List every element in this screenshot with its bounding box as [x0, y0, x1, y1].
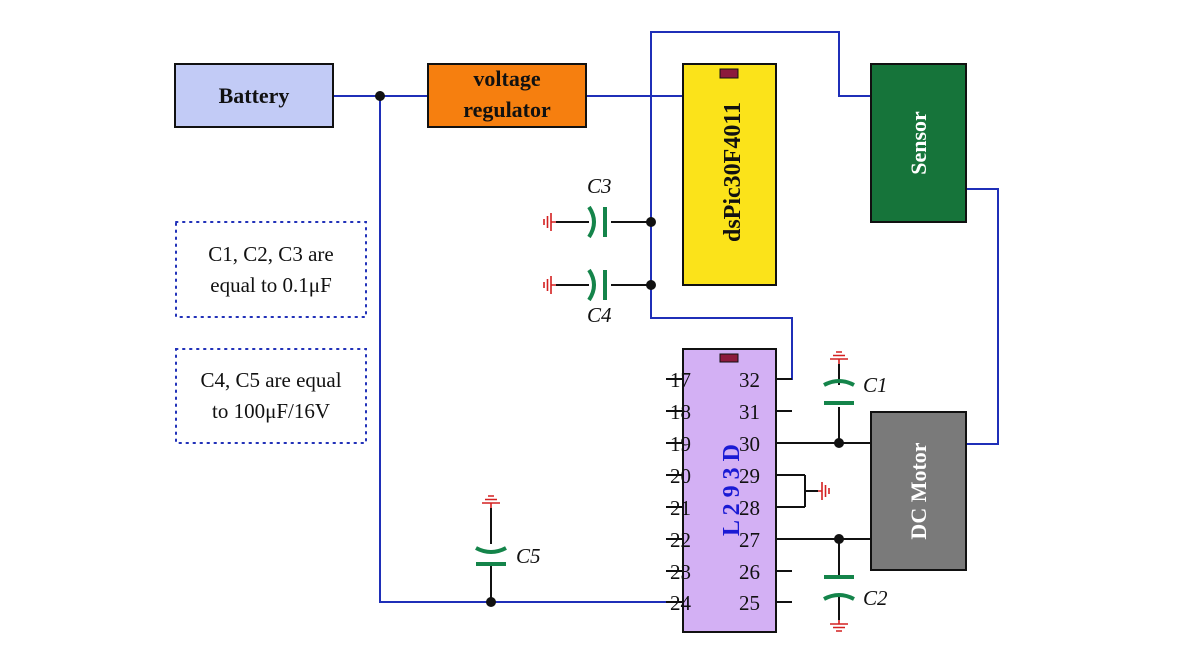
pin-label-31: 31: [739, 400, 760, 424]
pin-label-32: 32: [739, 368, 760, 392]
pins-28-29-tie: [804, 475, 818, 507]
regulator-box: [427, 63, 587, 128]
mcu-block: dsPic30F4011: [682, 63, 777, 286]
driver-left-pin-stubs: [666, 378, 683, 603]
c2-label: C2: [863, 586, 888, 610]
note-2-line1: C4, C5 are equal: [200, 368, 341, 392]
capacitor-c1: C1: [823, 351, 888, 443]
motor-block: DC Motor: [870, 411, 967, 571]
c4-label: C4: [587, 303, 612, 327]
c1-label: C1: [863, 373, 888, 397]
regulator-label-line2: regulator: [463, 97, 551, 122]
ground-icon: [830, 351, 848, 364]
c3-plate-curved: [587, 205, 596, 239]
junction-c2: [834, 534, 844, 544]
pin-label-20: 20: [670, 464, 691, 488]
pin-label-23: 23: [670, 560, 691, 584]
pin-label-24: 24: [670, 591, 692, 615]
motor-label: DC Motor: [906, 442, 931, 539]
note-1-border: [175, 221, 367, 318]
capacitor-c4: C4: [543, 268, 651, 327]
sensor-block: Sensor: [870, 63, 967, 223]
capacitor-c5: C5: [475, 495, 541, 602]
sensor-box: [870, 63, 967, 223]
pin-label-25: 25: [739, 591, 760, 615]
motor-box: [870, 411, 967, 571]
driver-label: L 2 9 3 D: [719, 444, 745, 536]
pin-label-26: 26: [739, 560, 760, 584]
note-2-border: [175, 348, 367, 444]
pin-label-27: 27: [739, 528, 760, 552]
driver-right-pin-stubs: [776, 378, 871, 603]
junction-c3: [646, 217, 656, 227]
wire-bus-down-to-c5: [379, 96, 670, 603]
ground-icon: [543, 276, 556, 294]
driver-pin1-marker: [719, 353, 739, 363]
note-box-1: C1, C2, C3 are equal to 0.1μF: [175, 221, 367, 318]
c3-label: C3: [587, 174, 612, 198]
battery-box: [174, 63, 334, 128]
c5-plate-curved: [475, 546, 507, 554]
regulator-block: voltage regulator: [427, 63, 587, 128]
wire-sensor-motor: [966, 188, 999, 445]
wires: [334, 31, 999, 603]
junction-dots: [375, 91, 844, 607]
driver-block: L 2 9 3 D 17 18 19 20 21 22: [666, 348, 871, 633]
pin-label-19: 19: [670, 432, 691, 456]
capacitor-c3: C3: [543, 174, 651, 239]
junction-c5: [486, 597, 496, 607]
pin-label-29: 29: [739, 464, 760, 488]
mcu-label: dsPic30F4011: [720, 102, 746, 242]
ground-icon: [818, 482, 830, 500]
junction-battery-bus: [375, 91, 385, 101]
pin-label-28: 28: [739, 496, 760, 520]
mcu-box: [682, 63, 777, 286]
note-1-line1: C1, C2, C3 are: [208, 242, 333, 266]
ground-icon: [543, 213, 556, 231]
ground-icon: [830, 620, 848, 632]
c1-plate-curved: [823, 379, 855, 387]
mcu-pin1-marker: [719, 68, 739, 79]
battery-block: Battery: [174, 63, 334, 128]
wire-vcc-rail: [650, 31, 871, 97]
c2-plate-curved: [823, 593, 855, 601]
pin-label-17: 17: [670, 368, 691, 392]
pin-label-30: 30: [739, 432, 760, 456]
pin-label-21: 21: [670, 496, 691, 520]
note-box-2: C4, C5 are equal to 100μF/16V: [175, 348, 367, 444]
pin-label-22: 22: [670, 528, 691, 552]
note-1-line2: equal to 0.1μF: [210, 273, 332, 297]
capacitor-c2: C2: [823, 539, 888, 632]
driver-box: [682, 348, 777, 633]
sensor-label: Sensor: [906, 111, 931, 175]
regulator-label-line1: voltage: [473, 66, 540, 91]
note-2-line2: to 100μF/16V: [212, 399, 330, 423]
ground-icon: [482, 495, 500, 508]
battery-label: Battery: [219, 83, 290, 108]
c5-label: C5: [516, 544, 541, 568]
junction-c4: [646, 280, 656, 290]
junction-c1: [834, 438, 844, 448]
pin-label-18: 18: [670, 400, 691, 424]
c4-plate-curved: [587, 268, 596, 302]
